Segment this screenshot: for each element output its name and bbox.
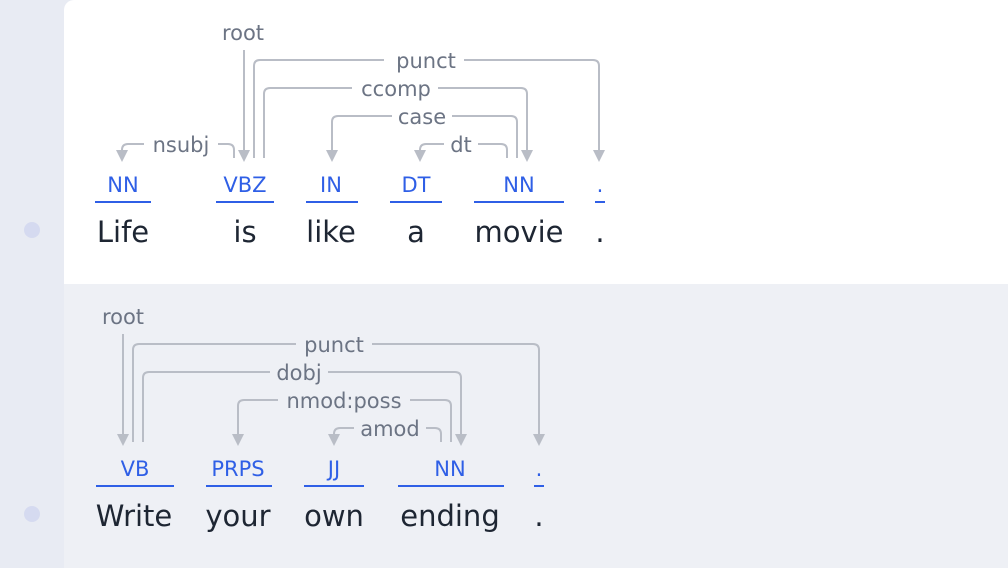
token-word: like — [306, 215, 356, 249]
token-word: ending — [400, 499, 499, 533]
pos-tag[interactable]: VB — [121, 457, 150, 481]
arc-amod-2: amod — [328, 416, 442, 446]
arc-label: punct — [304, 333, 364, 357]
arc-label: ccomp — [361, 77, 431, 101]
dependency-graph-2: root punct dobj nmod:poss amod VB — [96, 305, 545, 533]
arc-dt-1: dt — [414, 132, 508, 162]
arc-ccomp-1: ccomp — [263, 76, 533, 162]
arc-nmod-poss-2: nmod:poss — [232, 388, 452, 446]
arc-case-1: case — [326, 104, 518, 162]
arc-label: amod — [360, 417, 420, 441]
sentence-1-marker-dot[interactable] — [24, 222, 40, 238]
dependency-graph-1: root punct ccomp case dt — [95, 21, 605, 249]
token-word: a — [407, 215, 425, 249]
sentence-gutter — [0, 0, 64, 568]
arc-label: dt — [450, 133, 472, 157]
arc-nsubj-1: nsubj — [116, 132, 235, 162]
token-word: your — [205, 499, 270, 533]
arc-label: nmod:poss — [286, 389, 401, 413]
arc-label: punct — [396, 49, 456, 73]
token-word: . — [595, 215, 604, 249]
pos-tag[interactable]: NN — [107, 173, 138, 197]
pos-tag[interactable]: . — [536, 457, 543, 481]
token-word: . — [534, 499, 543, 533]
arc-punct-1: punct — [253, 48, 605, 162]
arc-label: dobj — [276, 361, 321, 385]
pos-tag[interactable]: IN — [320, 173, 342, 197]
arc-root-2: root — [102, 305, 144, 446]
pos-tag[interactable]: DT — [402, 173, 431, 197]
arc-label: case — [398, 105, 446, 129]
token-word: is — [233, 215, 256, 249]
token-word: Write — [96, 499, 173, 533]
arc-root-1: root — [222, 21, 264, 162]
pos-tag[interactable]: NN — [434, 457, 465, 481]
pos-tag[interactable]: VBZ — [223, 173, 266, 197]
arc-label: root — [102, 305, 144, 329]
arc-dobj-2: dobj — [142, 360, 467, 446]
arc-label: root — [222, 21, 264, 45]
pos-tag[interactable]: . — [597, 173, 604, 197]
sentence-2-marker-dot[interactable] — [24, 506, 40, 522]
token-word: Life — [97, 215, 149, 249]
sentence-panel-2: root punct dobj nmod:poss amod VB — [64, 284, 1008, 568]
pos-tag[interactable]: PRPS — [211, 457, 264, 481]
token-word: movie — [474, 215, 563, 249]
sentence-panel-1: root punct ccomp case dt — [64, 0, 1008, 284]
arc-label: nsubj — [153, 133, 210, 157]
token-word: own — [304, 499, 364, 533]
pos-tag[interactable]: NN — [503, 173, 534, 197]
arc-punct-2: punct — [132, 332, 545, 446]
pos-tag[interactable]: JJ — [326, 457, 340, 481]
